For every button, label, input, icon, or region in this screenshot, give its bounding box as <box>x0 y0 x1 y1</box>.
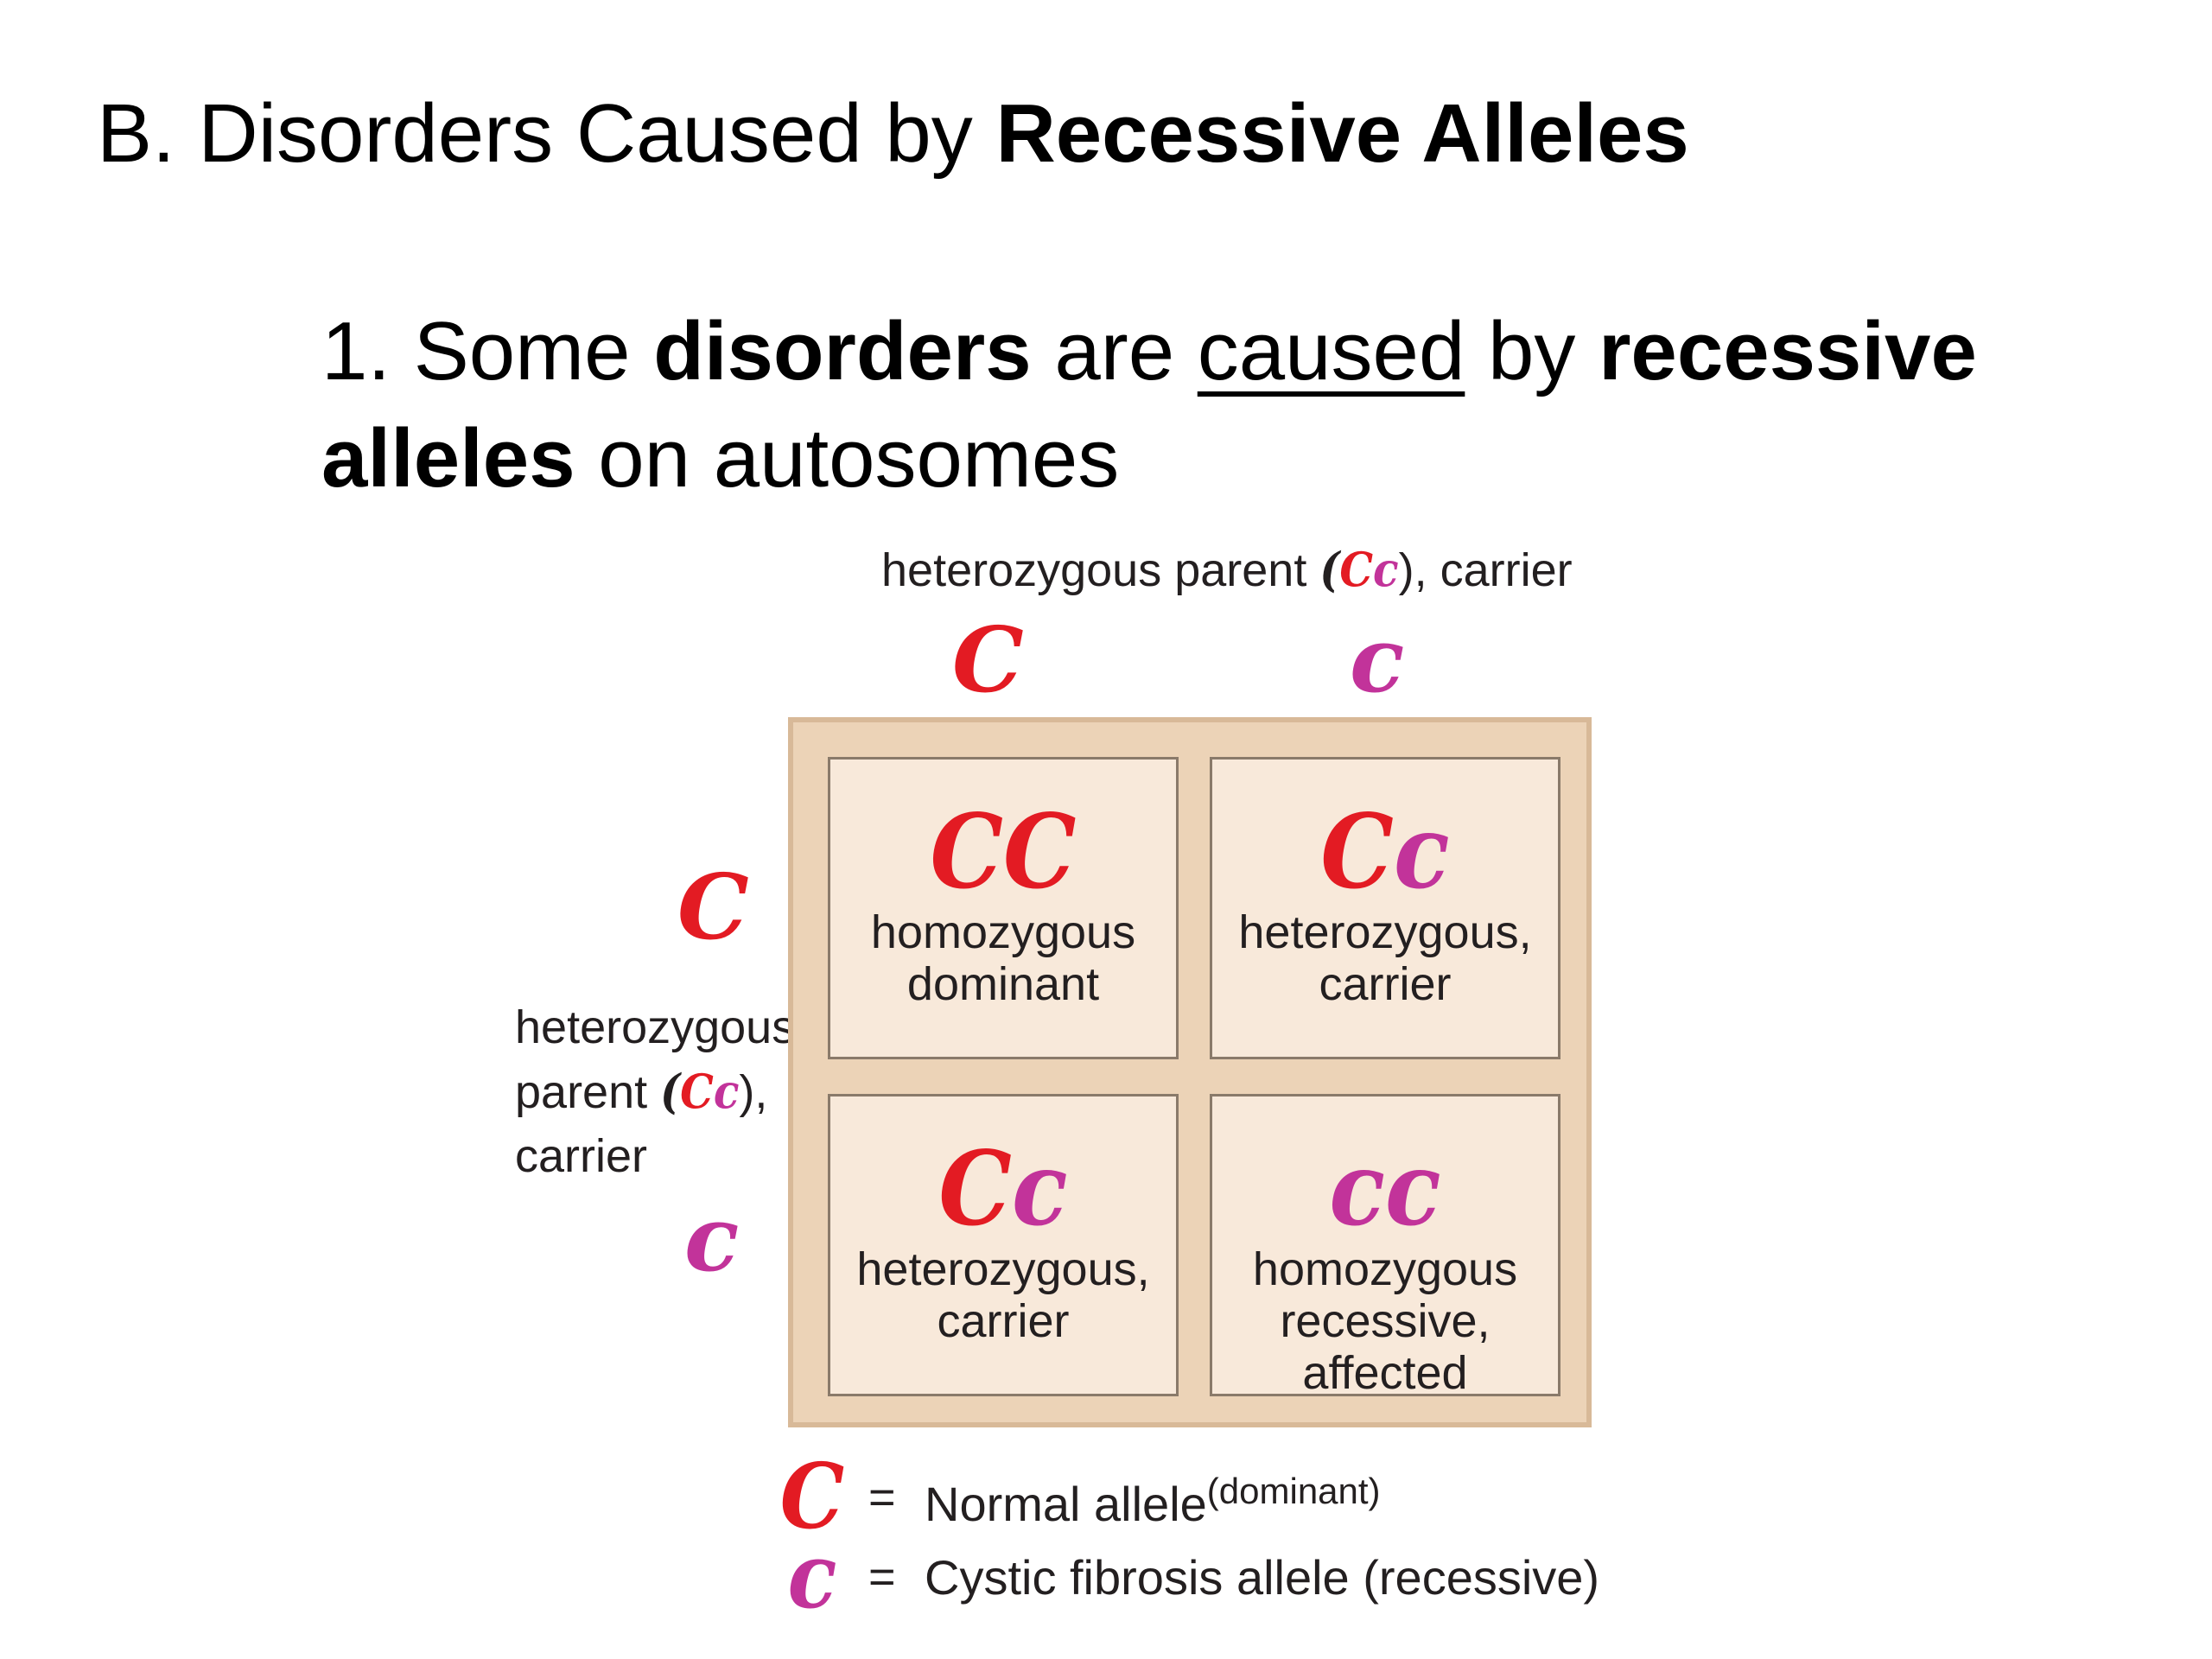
cell-Cc-top-line1: heterozygous, <box>1238 906 1532 958</box>
cell-cc-genotype: cc <box>1212 1138 1558 1240</box>
left-parent-line2: parent (Cc), <box>515 1059 795 1124</box>
point-bold1: disorders <box>653 305 1032 397</box>
top-parent-text: heterozygous parent <box>881 544 1307 596</box>
cell-CC-allele1: C <box>930 791 1003 912</box>
cell-Cc-top-allele1: C <box>1320 791 1394 912</box>
slide-heading: B. Disorders Caused by Recessive Alleles <box>97 86 1689 181</box>
cell-CC-line1: homozygous <box>870 906 1136 958</box>
cell-CC-genotype: CC <box>830 801 1176 903</box>
legend-dominant-equals: = <box>868 1471 896 1523</box>
left-parent-open: ( <box>660 1064 681 1119</box>
cell-cc-allele1: c <box>1329 1128 1385 1249</box>
left-parent-word: parent <box>515 1066 648 1118</box>
cell-CC-allele2: C <box>1003 791 1077 912</box>
point-part4: on autosomes <box>575 412 1120 505</box>
top-parent-close: ), carrier <box>1398 544 1573 596</box>
top-parent-recessive: c <box>1373 542 1399 597</box>
left-allele-recessive: c <box>684 1185 740 1292</box>
legend-dominant-text: Normal allele(dominant) <box>925 1471 1381 1532</box>
top-parent-open: ( <box>1319 542 1340 597</box>
point-underlined: caused <box>1197 305 1465 397</box>
cell-Cc-bottom: Cc heterozygous, carrier <box>828 1094 1179 1396</box>
heading-bold: Recessive Alleles <box>995 87 1689 180</box>
bullet-point: 1. Some disorders are caused by recessiv… <box>321 298 2136 512</box>
cell-Cc-top-line2: carrier <box>1319 958 1452 1010</box>
left-parent-recessive: c <box>713 1064 740 1119</box>
heading-prefix: B. Disorders Caused by <box>97 87 996 180</box>
left-parent-close: ), <box>739 1066 768 1118</box>
cell-CC: CC homozygous dominant <box>828 757 1179 1059</box>
cell-cc-line2: recessive, affected <box>1280 1295 1491 1399</box>
point-part2: are <box>1031 305 1198 397</box>
cell-Cc-bottom-allele2: c <box>1011 1128 1068 1249</box>
legend-dominant-note: (dominant) <box>1206 1471 1381 1511</box>
cell-Cc-bottom-line1: heterozygous, <box>856 1243 1150 1295</box>
top-allele-dominant: C <box>952 607 1024 713</box>
cell-Cc-bottom-line2: carrier <box>937 1295 1070 1347</box>
legend-dominant-label: Normal allele <box>925 1477 1207 1531</box>
left-parent-line3: carrier <box>515 1130 648 1182</box>
cell-cc-line1: homozygous <box>1252 1243 1518 1295</box>
left-parent-line1: heterozygous <box>515 1001 796 1053</box>
legend-recessive-symbol: c <box>787 1522 837 1629</box>
cell-cc: cc homozygous recessive, affected <box>1210 1094 1560 1399</box>
cell-cc-allele2: c <box>1385 1128 1441 1249</box>
legend-recessive-text: Cystic fibrosis allele (recessive) <box>925 1550 1600 1605</box>
cell-Cc-bottom-genotype: Cc <box>830 1138 1176 1240</box>
cell-CC-line2: dominant <box>906 958 1100 1010</box>
punnett-square: CC homozygous dominant Cc heterozygous, … <box>788 717 1592 1427</box>
legend-dominant-symbol: C <box>779 1443 845 1549</box>
top-allele-recessive: c <box>1350 607 1405 713</box>
point-bold2: recessive alleles <box>321 305 1977 505</box>
left-allele-dominant: C <box>677 854 749 960</box>
cell-Cc-top-allele2: c <box>1393 791 1450 912</box>
point-part1: 1. Some <box>321 305 654 397</box>
cell-Cc-bottom-allele1: C <box>938 1128 1012 1249</box>
top-parent-dominant: C <box>1339 542 1374 597</box>
cell-Cc-top: Cc heterozygous, carrier <box>1210 757 1560 1059</box>
legend-recessive-equals: = <box>868 1551 896 1603</box>
left-parent-label: heterozygous parent (Cc), carrier <box>515 995 795 1188</box>
point-part3: by <box>1465 305 1599 397</box>
cell-Cc-top-genotype: Cc <box>1212 801 1558 903</box>
left-parent-dominant: C <box>680 1064 714 1119</box>
top-parent-label: heterozygous parent (Cc), carrier <box>881 543 1573 597</box>
